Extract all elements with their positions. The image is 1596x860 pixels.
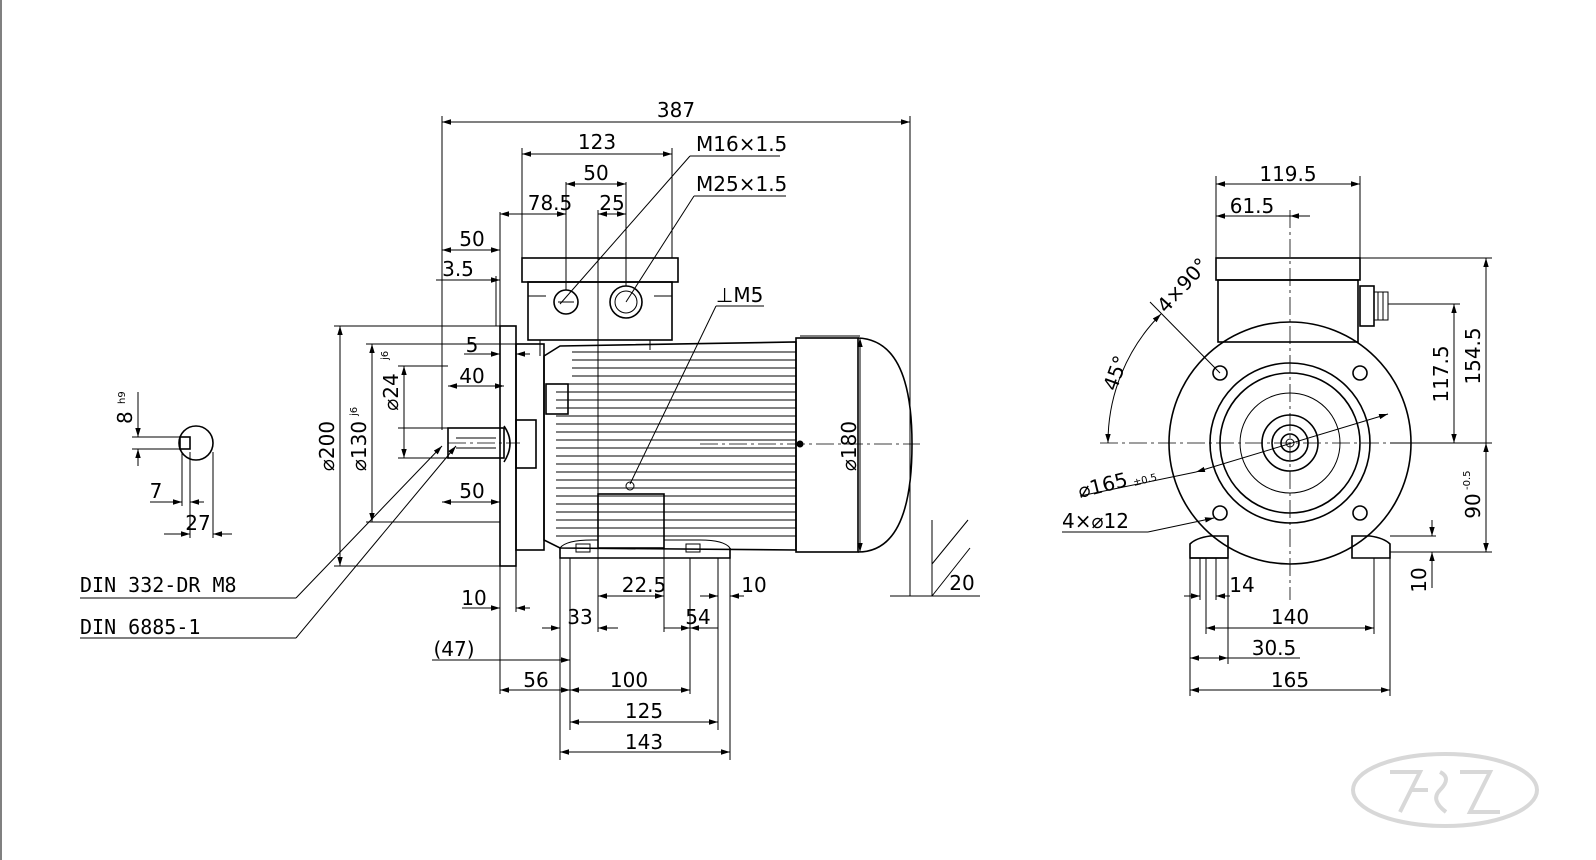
dim-gland-offset: 25	[599, 191, 624, 215]
dim-box-center: 61.5	[1230, 194, 1275, 218]
dim-foot-a: 33	[567, 605, 592, 629]
tol-bolt-circle: ±0.5	[1132, 472, 1158, 489]
end-terminal-box	[1215, 257, 1389, 343]
mounting-foot	[559, 481, 731, 559]
tol-key-height: h9	[117, 391, 128, 404]
watermark-logo	[1351, 752, 1539, 828]
dim-foot-offset: 30.5	[1252, 636, 1297, 660]
dim-flange-to-box: 10	[461, 586, 486, 610]
dim-foot-b: 22.5	[622, 573, 667, 597]
dim-20: 20	[949, 571, 974, 595]
dim-keyway-length: 40	[459, 364, 484, 388]
label-gland-m16: M16×1.5	[696, 132, 787, 156]
dim-bolt-circle: ⌀165	[1075, 467, 1130, 502]
dim-housing-diameter: ⌀180	[837, 421, 861, 471]
dim-gland-pitch: 50	[583, 161, 608, 185]
dim-key-width: 7	[150, 479, 163, 503]
dim-143: 143	[625, 730, 663, 754]
dim-overall-length: 387	[657, 98, 695, 122]
label-earth-screw: ⊥M5	[716, 283, 763, 307]
end-cable-gland-icon	[1359, 285, 1375, 327]
dim-shaft-length-top: 50	[459, 227, 484, 251]
end-dimension-lines	[1062, 181, 1489, 693]
bolt-hole-icon	[1352, 365, 1368, 381]
side-view: 387 123 50 78.5 25 M16×1.5 M25×1.5 50 3.…	[80, 98, 980, 760]
shaft	[447, 425, 520, 463]
dim-foot-width: 14	[1229, 573, 1254, 597]
dim-ref-47: (47)	[433, 637, 474, 661]
dim-height-total: 154.5	[1461, 327, 1485, 384]
dim-foot-c: 54	[685, 605, 710, 629]
dim-100: 100	[610, 668, 648, 692]
dim-bolt-angle: 4×90°	[1152, 253, 1213, 317]
bolt-hole-icon	[1212, 505, 1228, 521]
flange	[499, 325, 545, 567]
side-extension-lines	[334, 116, 980, 760]
dim-shaft-diameter: ⌀24	[379, 373, 403, 411]
terminal-box	[521, 257, 679, 356]
end-flange	[1100, 210, 1460, 600]
dim-terminal-box-length: 123	[578, 130, 616, 154]
cooling-fins	[556, 351, 796, 537]
dim-spigot-diameter: ⌀130	[347, 421, 371, 471]
dim-key-height: 8	[113, 411, 137, 424]
dim-box-offset: 78.5	[528, 191, 573, 215]
dim-flange-thickness: 5	[466, 333, 479, 357]
dim-foot-spacing: 140	[1271, 605, 1309, 629]
dim-flange-diameter: ⌀200	[315, 421, 339, 471]
dim-flange-spigot: 3.5	[442, 257, 474, 281]
side-dimension-lines	[80, 119, 910, 755]
bolt-hole-icon	[1212, 365, 1228, 381]
dim-shaft-height: 90	[1461, 493, 1485, 518]
dim-125: 125	[625, 699, 663, 723]
side-view-labels: 387 123 50 78.5 25 M16×1.5 M25×1.5 50 3.…	[80, 98, 975, 754]
dim-overall-width: 165	[1271, 668, 1309, 692]
label-gland-m25: M25×1.5	[696, 172, 787, 196]
key-section-view: 8 h9 7 27	[113, 391, 232, 538]
tol-shaft-height: -0.5	[1462, 470, 1473, 490]
dim-bolt-offset-angle: 45°	[1098, 352, 1133, 394]
end-view: 119.5 61.5 4×90° 45° ⌀165 ±0.5 4×⌀12 154…	[1062, 162, 1492, 696]
bolt-hole-icon	[1352, 505, 1368, 521]
dim-shaft-length-bottom: 50	[459, 479, 484, 503]
dim-bolt-holes: 4×⌀12	[1062, 509, 1129, 533]
dim-56: 56	[523, 668, 548, 692]
dim-foot-height: 10	[1407, 567, 1431, 592]
dim-box-width: 119.5	[1259, 162, 1316, 186]
dim-gland-height: 117.5	[1429, 345, 1453, 402]
tol-spigot: j6	[349, 407, 360, 417]
end-feet	[1189, 535, 1391, 559]
end-view-labels: 119.5 61.5 4×90° 45° ⌀165 ±0.5 4×⌀12 154…	[1062, 162, 1485, 692]
end-extension-lines	[1189, 176, 1492, 696]
tol-shaft: j6	[380, 351, 391, 361]
note-center-hole: DIN 332-DR M8	[80, 573, 237, 597]
note-key-standard: DIN 6885-1	[80, 615, 200, 639]
dim-foot-d: 10	[741, 573, 766, 597]
motor-housing	[543, 335, 920, 553]
dim-shaft-to-key: 27	[185, 511, 210, 535]
